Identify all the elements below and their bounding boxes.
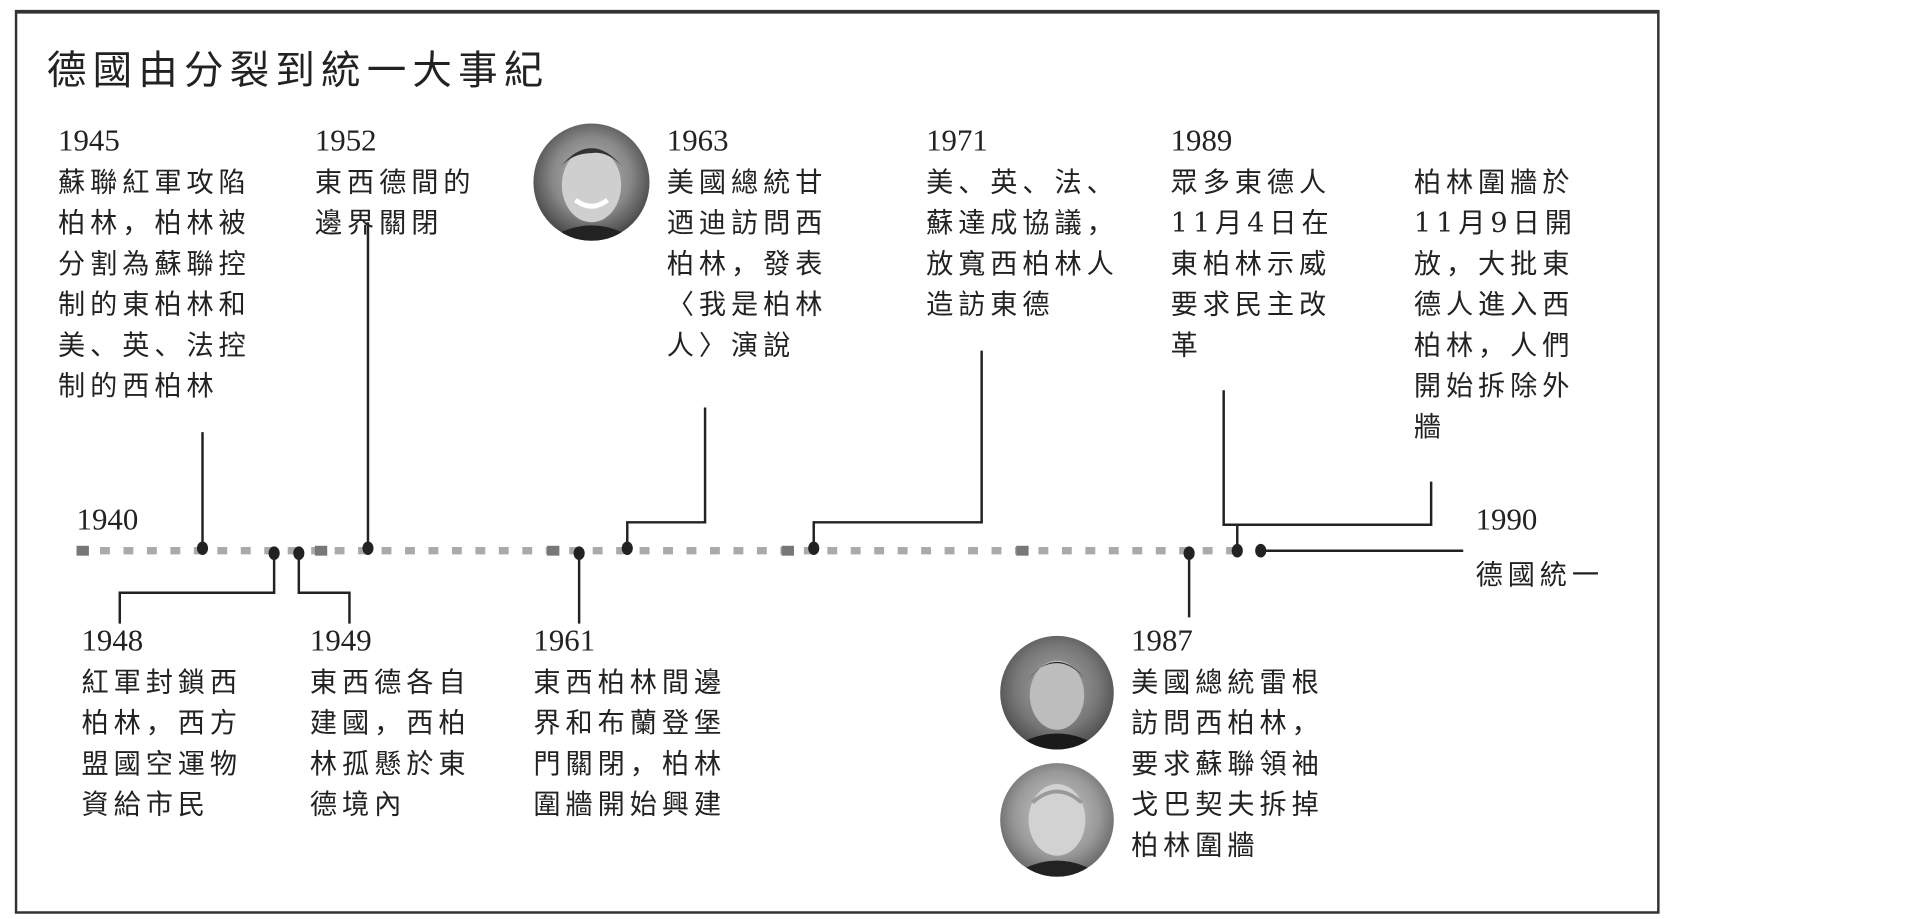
decade-marker-1950 (314, 545, 328, 556)
figure-title: 德國由分裂到統一大事紀 (46, 46, 550, 94)
event-1971: 1971 美、英、法、蘇達成協議， 放寬西柏林人造訪東德 (926, 123, 1119, 326)
event-text-line: 迺迪訪問西 (666, 208, 828, 240)
event-text-line: 〈我是柏林 (666, 290, 828, 322)
timeline-end-year: 1990 (1475, 503, 1538, 538)
gorbachev-portrait (1000, 763, 1114, 877)
event-text-line: 造訪東德 (926, 290, 1055, 322)
event-1987: 1987 美國總統雷根訪問西柏林， 要求蘇聯領袖戈巴契夫拆掉柏林圍牆 (1131, 624, 1324, 867)
event-text-line: 眾多東德人 (1170, 167, 1332, 199)
event-text-line: 柏林，發表 (666, 249, 828, 281)
event-text-line: 制的東柏林和 (58, 290, 251, 322)
event-1949: 1949 東西德各自建國，西柏林孤懸於東德境內 (310, 624, 471, 827)
event-text-line: 美國總統甘 (666, 167, 828, 199)
decade-marker-1970 (781, 545, 794, 556)
dot-1952 (362, 541, 374, 556)
event-text-line: 人〉演說 (666, 330, 796, 362)
event-text-line: 牆 (1413, 412, 1446, 444)
decade-markers (76, 545, 1029, 556)
event-text-line: 要求民主改 (1170, 290, 1332, 322)
event-text-line: 美、英、法、 (926, 167, 1119, 199)
figure-frame (14, 9, 1660, 914)
event-text-line: 門關閉，柏林 (533, 749, 727, 781)
connector-1963 (626, 407, 707, 551)
event-text-line: 革 (1170, 330, 1203, 362)
event-1961: 1961 東西柏林間邊界和布蘭登堡門關閉，柏林圍牆開始興建 (533, 624, 726, 827)
event-text-line: 東柏林示威 (1170, 249, 1332, 281)
event-1948: 1948 紅軍封鎖西柏林，西方盟國空運物資給市民 (81, 624, 242, 827)
kennedy-portrait (533, 123, 650, 241)
event-year: 1987 (1131, 624, 1193, 659)
event-text-line: 11月4日在 (1170, 208, 1334, 240)
event-text-line: 資給市民 (81, 790, 210, 822)
decade-marker-1960 (547, 545, 560, 556)
dot-1948 (268, 546, 280, 560)
connector-1971 (812, 350, 983, 551)
event-text-line: 柏林圍牆於 (1413, 167, 1575, 199)
connectors (118, 222, 1433, 624)
event-1963: 1963 美國總統甘迺迪訪問西柏林，發表〈我是柏林人〉演說 (667, 123, 828, 366)
event-year: 1989 (1170, 124, 1233, 159)
event-text-line: 制的西柏林 (58, 371, 219, 403)
event-year: 1971 (926, 124, 988, 159)
event-year: 1952 (314, 124, 377, 159)
dot-1961 (573, 546, 585, 560)
event-dots (196, 541, 1267, 560)
event-text-line: 建國，西柏 (309, 708, 471, 740)
dot-1945 (196, 541, 209, 556)
dot-1971 (808, 541, 820, 556)
event-year: 1949 (309, 624, 372, 659)
dot-1987 (1183, 546, 1195, 560)
event-text-line: 德人進入西 (1413, 290, 1575, 322)
event-text-line: 東西柏林間邊 (533, 668, 727, 699)
event-year: 1945 (58, 124, 120, 159)
reagan-portrait (1000, 635, 1114, 750)
event-text-line: 戈巴契夫拆掉 (1131, 790, 1324, 822)
event-text-line: 德境內 (309, 790, 407, 822)
event-text-line: 蘇達成協議， (926, 208, 1119, 240)
event-1952: 1952 東西德間的邊界關閉 (315, 123, 476, 244)
dot-1989 (1231, 543, 1243, 558)
event-text-line: 要求蘇聯領袖 (1131, 749, 1324, 781)
connector-1949 (297, 550, 351, 624)
timeline-end-text: 德國統一 (1475, 560, 1605, 592)
dot-1990 (1255, 543, 1267, 558)
event-text-line: 盟國空運物 (81, 749, 243, 781)
event-text-line: 圍牆開始興建 (533, 790, 727, 822)
event-text-line: 美、英、法控 (58, 330, 251, 362)
event-text-line: 放，大批東 (1413, 249, 1575, 281)
event-text-line: 柏林，柏林被 (58, 208, 251, 240)
event-1989: 1989 眾多東德人 11月4日在東柏林示威要求民主改革 (1171, 123, 1334, 366)
event-text-line: 柏林，西方 (81, 708, 243, 740)
event-text-line: 東西德間的 (314, 167, 476, 199)
event-text-line: 美國總統雷根 (1131, 668, 1324, 699)
event-text-line: 林孤懸於東 (309, 749, 471, 781)
event-year: 1961 (533, 624, 596, 659)
event-text-line: 分割為蘇聯控 (58, 249, 251, 281)
event-text-line: 紅軍封鎖西 (81, 668, 243, 699)
event-text-line: 東西德各自 (309, 668, 471, 699)
connector-1989 (1222, 390, 1433, 527)
decade-marker-1980 (1016, 545, 1029, 556)
event-text-line: 柏林圍牆 (1131, 831, 1260, 862)
event-text-line: 11月9日開 (1413, 208, 1577, 240)
event-block-5: 柏林圍牆於 11月9日開放，大批東德人進入西柏林，人們開始拆除外牆 (1414, 123, 1577, 448)
event-year (1414, 123, 1577, 163)
dot-1963 (621, 541, 633, 556)
event-text-line: 蘇聯紅軍攻陷 (58, 167, 251, 199)
decade-marker-1940 (76, 545, 89, 556)
event-year: 1963 (666, 124, 729, 159)
event-text-line: 放寬西柏林人 (926, 249, 1119, 281)
event-text-line: 訪問西柏林， (1131, 708, 1324, 740)
event-1945: 1945 蘇聯紅軍攻陷柏林，柏林被分割為蘇聯控制的東柏林和美、英、法控制的西柏林 (58, 123, 251, 407)
event-text-line: 界和布蘭登堡 (533, 708, 727, 740)
connector-1948 (118, 550, 276, 624)
event-text-line: 開始拆除外 (1413, 371, 1575, 403)
timeline-start-label: 1940 (76, 503, 139, 538)
event-year: 1948 (81, 624, 144, 659)
event-text-line: 柏林，人們 (1413, 330, 1575, 362)
dot-1949 (293, 546, 305, 560)
event-text-line: 邊界關閉 (314, 208, 444, 240)
